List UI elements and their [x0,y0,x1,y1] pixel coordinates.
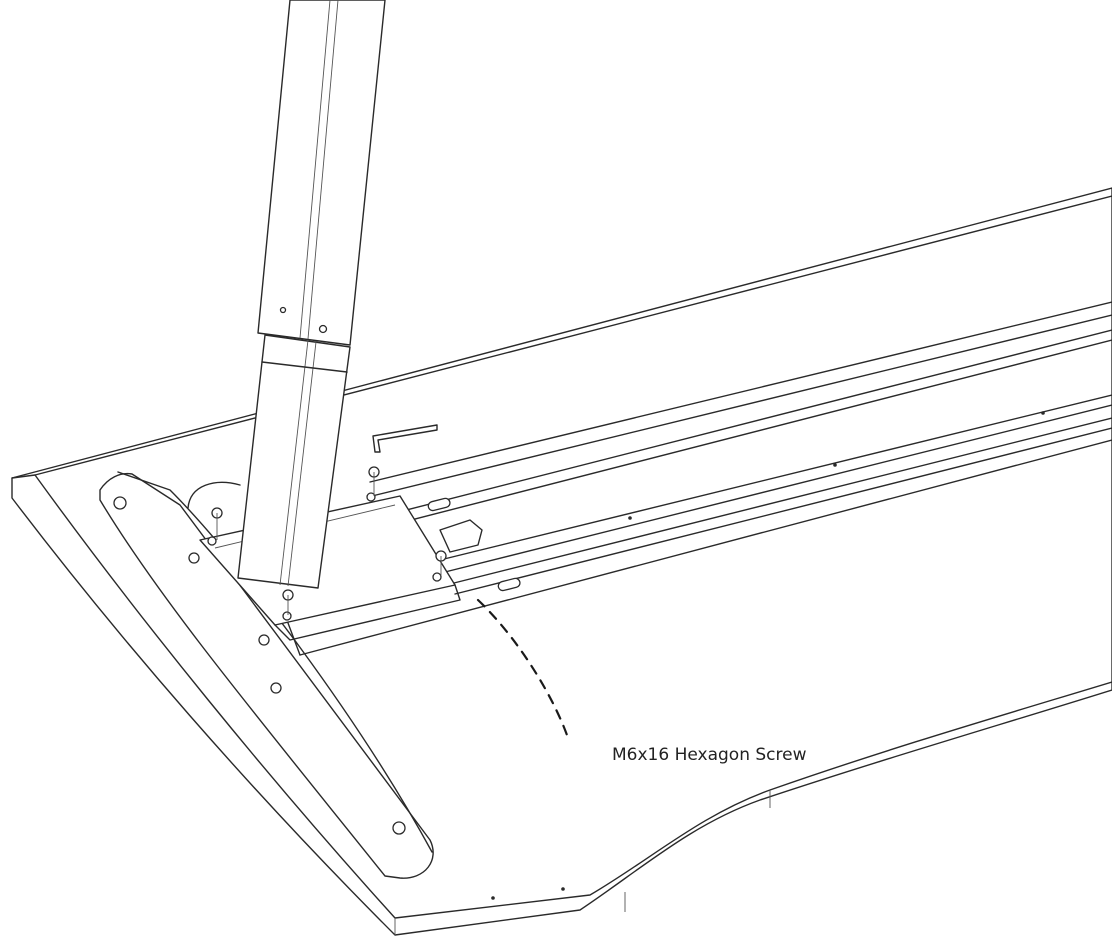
hex-key-icon [372,424,438,453]
slot-hole [427,497,451,512]
screw-callout-label: M6x16 Hexagon Screw [612,745,807,765]
leg-column [237,0,386,589]
callout-leader [476,598,570,740]
slot-hole [497,577,521,592]
foot [99,471,434,879]
crossbar-frame [284,301,1112,900]
cable-cutout [187,481,241,509]
